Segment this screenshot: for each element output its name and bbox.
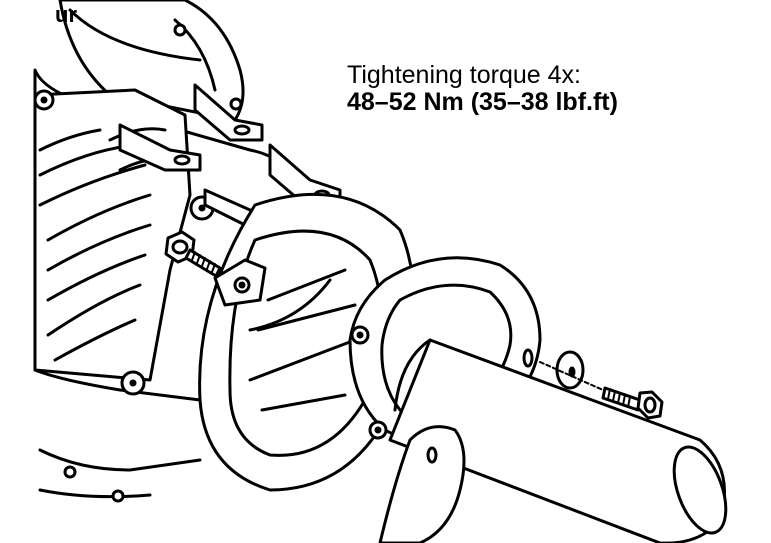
torque-annotation: Tightening torque 4x: 48–52 Nm (35–38 lb… [347, 62, 618, 116]
lower-rim [38, 448, 202, 503]
torque-value: 48–52 Nm (35–38 lbf.ft) [347, 88, 618, 116]
clamp-lug [213, 258, 267, 307]
right-bolt [539, 361, 664, 420]
partial-brand-label: ur [55, 2, 77, 27]
torque-heading: Tightening torque 4x: [347, 61, 581, 89]
washer-small [522, 348, 534, 368]
washer-large [555, 350, 585, 390]
left-bolt [164, 230, 222, 278]
plate-bolt-top [33, 89, 55, 111]
cooling-ribs [38, 127, 177, 362]
shaft-bracket [378, 425, 466, 543]
plate-bolt-bottom [120, 370, 146, 396]
